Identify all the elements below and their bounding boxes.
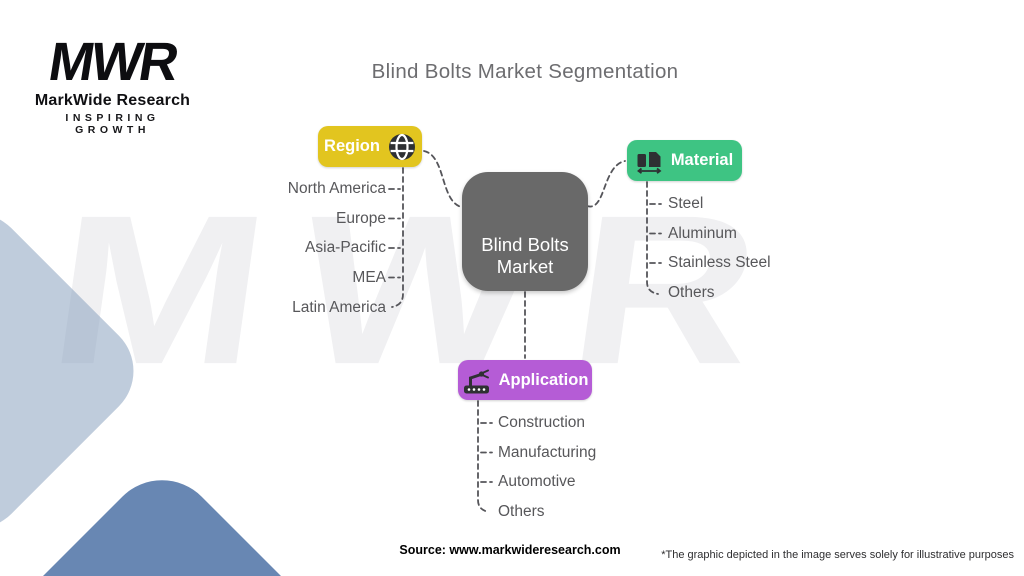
mwr-logo-mark: MWR [44,32,181,92]
globe-icon [388,133,416,161]
application-badge-label: Application [498,370,589,389]
region-item-asia-pacific: Asia-Pacific [305,239,386,256]
material-sheets-icon [636,148,663,174]
robotic-arm-icon [462,367,491,394]
material-badge[interactable]: Material [627,140,742,181]
application-badge[interactable]: Application [458,360,592,400]
source-attribution: Source: www.markwideresearch.com [399,543,621,557]
material-item-others: Others [668,284,715,301]
logo-tagline: INSPIRING GROWTH [65,112,160,136]
region-badge-label: Region [324,137,380,155]
center-node-blind-bolts-market[interactable]: Blind Bolts Market [462,172,588,291]
page-title: Blind Bolts Market Segmentation [371,60,679,83]
application-item-others: Others [498,503,545,520]
material-badge-label: Material [670,151,734,169]
material-item-steel: Steel [668,195,704,212]
application-item-manufacturing: Manufacturing [498,444,597,461]
region-item-mea: MEA [352,269,386,286]
disclaimer-note: *The graphic depicted in the image serve… [661,549,1014,561]
application-item-construction: Construction [498,414,586,431]
region-badge[interactable]: Region [318,126,422,167]
material-item-stainless-steel: Stainless Steel [668,254,771,271]
markwide-logo: MWR MarkWide Research INSPIRING GROWTH [30,32,195,136]
region-item-europe: Europe [336,210,386,227]
center-node-label: Blind Bolts Market [481,234,569,277]
region-item-north-america: North America [287,180,386,197]
material-item-aluminum: Aluminum [668,225,737,242]
region-item-latin-america: Latin America [292,299,386,316]
application-item-automotive: Automotive [498,473,576,490]
logo-name: MarkWide Research [34,92,191,109]
